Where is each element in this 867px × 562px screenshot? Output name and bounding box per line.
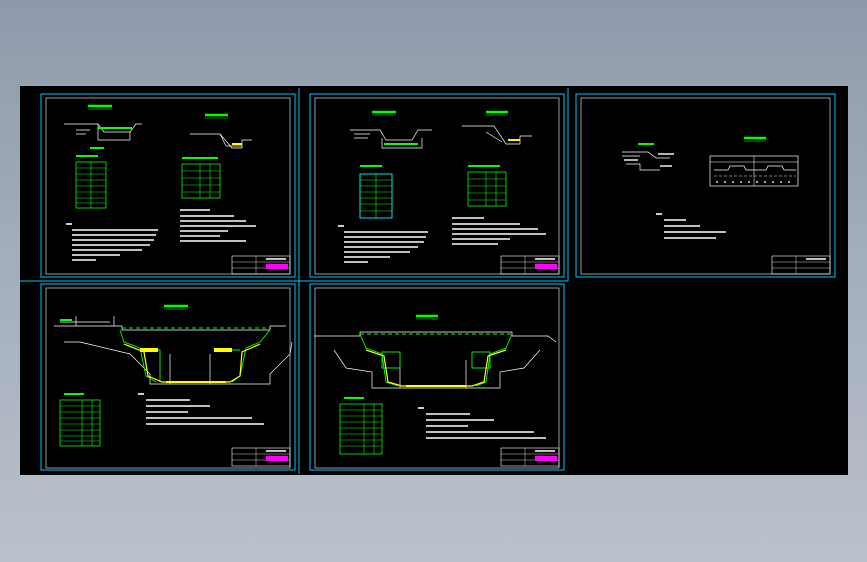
structure-outline	[119, 327, 271, 383]
sheet-2[interactable]	[309, 93, 565, 278]
general-notes	[138, 393, 264, 425]
cad-viewport[interactable]	[20, 86, 848, 475]
sheet-border	[45, 287, 291, 469]
general-notes	[338, 217, 546, 263]
slope-sketch	[462, 125, 532, 145]
general-notes	[656, 213, 726, 239]
general-notes	[418, 407, 546, 439]
section-sketch	[64, 123, 142, 141]
title-block-highlight	[535, 456, 557, 461]
connection-sketch	[622, 151, 670, 171]
material-table-1	[75, 155, 107, 209]
sheet-4[interactable]	[40, 283, 296, 471]
profile-table	[709, 155, 799, 187]
sheet-border	[45, 97, 291, 275]
sheet-5[interactable]	[309, 283, 565, 471]
material-table-2	[467, 165, 507, 207]
title-block-highlight	[266, 456, 288, 461]
material-table-2	[181, 157, 221, 199]
rebar-block	[214, 348, 232, 352]
title-block	[500, 255, 560, 275]
sketch-labels	[624, 153, 674, 167]
title-block	[500, 447, 560, 467]
title-block-highlight	[535, 264, 557, 269]
reinforcement-lines	[365, 349, 507, 387]
drawing-canvas[interactable]	[20, 86, 848, 475]
sheet-frame	[575, 93, 836, 278]
cross-section	[314, 331, 557, 389]
cross-section	[54, 316, 293, 385]
general-notes	[66, 209, 256, 261]
section-sketch	[350, 129, 432, 149]
sheet-border	[580, 97, 831, 275]
structure-outline	[359, 333, 513, 387]
sheet-border	[314, 97, 560, 275]
rebar-block	[140, 348, 158, 352]
title-block	[771, 255, 831, 275]
material-table-1	[359, 165, 393, 219]
slope-sketch	[190, 133, 252, 149]
sheet-frame	[309, 283, 565, 471]
sheet-frame	[40, 93, 296, 278]
sheet-frame	[309, 93, 565, 278]
sheet-border	[314, 287, 560, 469]
quantity-table	[59, 393, 101, 447]
title-block	[231, 255, 291, 275]
sheet-frame	[40, 283, 296, 471]
reinforcement-lines	[123, 343, 261, 383]
sheet-1[interactable]	[40, 93, 296, 278]
title-block	[231, 447, 291, 467]
quantity-table	[339, 397, 383, 455]
sheet-3[interactable]	[575, 93, 836, 278]
title-block-highlight	[266, 264, 288, 269]
